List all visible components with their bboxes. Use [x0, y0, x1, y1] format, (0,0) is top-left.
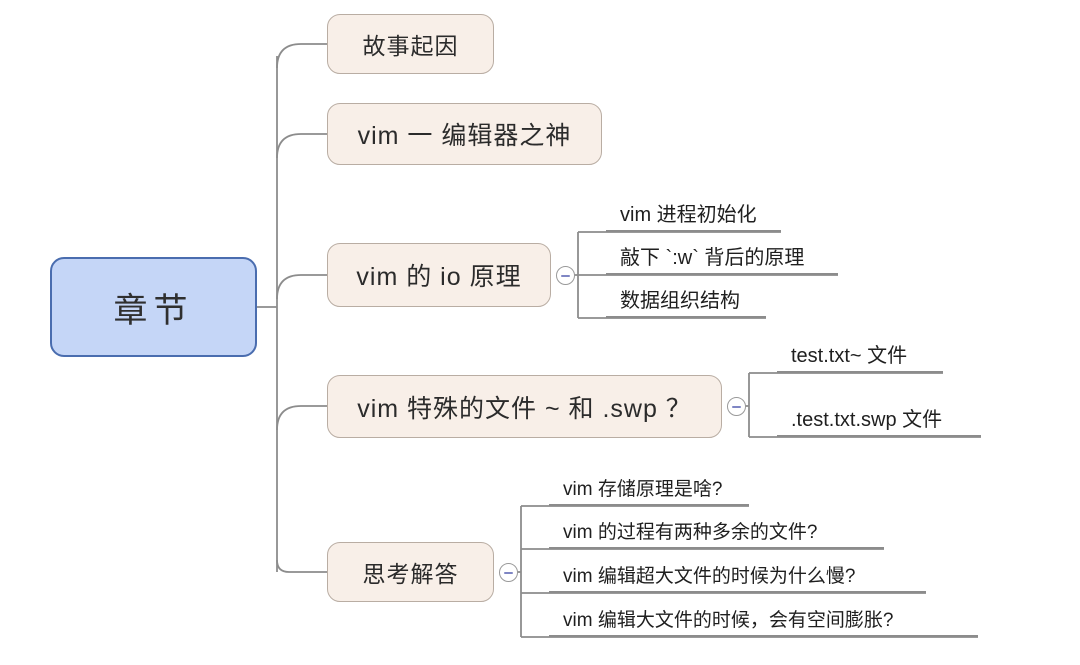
minus-icon [732, 405, 741, 408]
leaf-node-data-structure[interactable]: 数据组织结构 [606, 286, 766, 318]
leaf-node-label: test.txt~ 文件 [791, 345, 908, 367]
leaf-node-label: vim 编辑超大文件的时候为什么慢? [563, 566, 856, 587]
topic-node-label: 故事起因 [362, 33, 459, 59]
topic-node-label: vim 的 io 原理 [356, 263, 522, 291]
topic-node-story-origin[interactable]: 故事起因 [327, 14, 494, 74]
topic-node-label: 思考解答 [362, 561, 459, 587]
leaf-node-label: vim 存储原理是啥? [563, 479, 723, 500]
collapse-toggle-thinking-answers[interactable] [499, 563, 518, 582]
leaf-node-label: vim 编辑大文件的时候，会有空间膨胀? [563, 610, 894, 631]
topic-node-vim-editor-god[interactable]: vim 一 编辑器之神 [327, 103, 602, 165]
leaf-node-storage-principle[interactable]: vim 存储原理是啥? [549, 474, 749, 506]
leaf-node-label: 数据组织结构 [620, 290, 740, 312]
collapse-toggle-vim-special-files[interactable] [727, 397, 746, 416]
leaf-node-write-command-principle[interactable]: 敲下 `:w` 背后的原理 [606, 243, 838, 275]
topic-node-label: vim 一 编辑器之神 [357, 122, 572, 150]
leaf-node-large-file-space-bloat[interactable]: vim 编辑大文件的时候，会有空间膨胀? [549, 605, 978, 637]
leaf-node-test-txt-tilde-file[interactable]: test.txt~ 文件 [777, 341, 943, 373]
leaf-node-vim-process-init[interactable]: vim 进程初始化 [606, 200, 781, 232]
leaf-node-test-txt-swp-file[interactable]: .test.txt.swp 文件 [777, 405, 981, 437]
collapse-toggle-vim-io-principle[interactable] [556, 266, 575, 285]
leaf-node-label: vim 的过程有两种多余的文件? [563, 522, 818, 543]
leaf-node-huge-file-slow[interactable]: vim 编辑超大文件的时候为什么慢? [549, 561, 926, 593]
leaf-node-two-extra-files[interactable]: vim 的过程有两种多余的文件? [549, 517, 884, 549]
topic-node-vim-io-principle[interactable]: vim 的 io 原理 [327, 243, 551, 307]
leaf-node-label: .test.txt.swp 文件 [791, 409, 943, 431]
topic-node-label: vim 特殊的文件 ~ 和 .swp ？ [357, 394, 692, 423]
topic-node-thinking-answers[interactable]: 思考解答 [327, 542, 494, 602]
leaf-node-label: vim 进程初始化 [620, 204, 757, 226]
topic-node-vim-special-files[interactable]: vim 特殊的文件 ~ 和 .swp ？ [327, 375, 722, 438]
root-node-label: 章节 [113, 291, 194, 330]
minus-icon [561, 274, 570, 277]
minus-icon [504, 571, 513, 574]
root-node[interactable]: 章节 [50, 257, 257, 357]
leaf-node-label: 敲下 `:w` 背后的原理 [620, 247, 805, 269]
